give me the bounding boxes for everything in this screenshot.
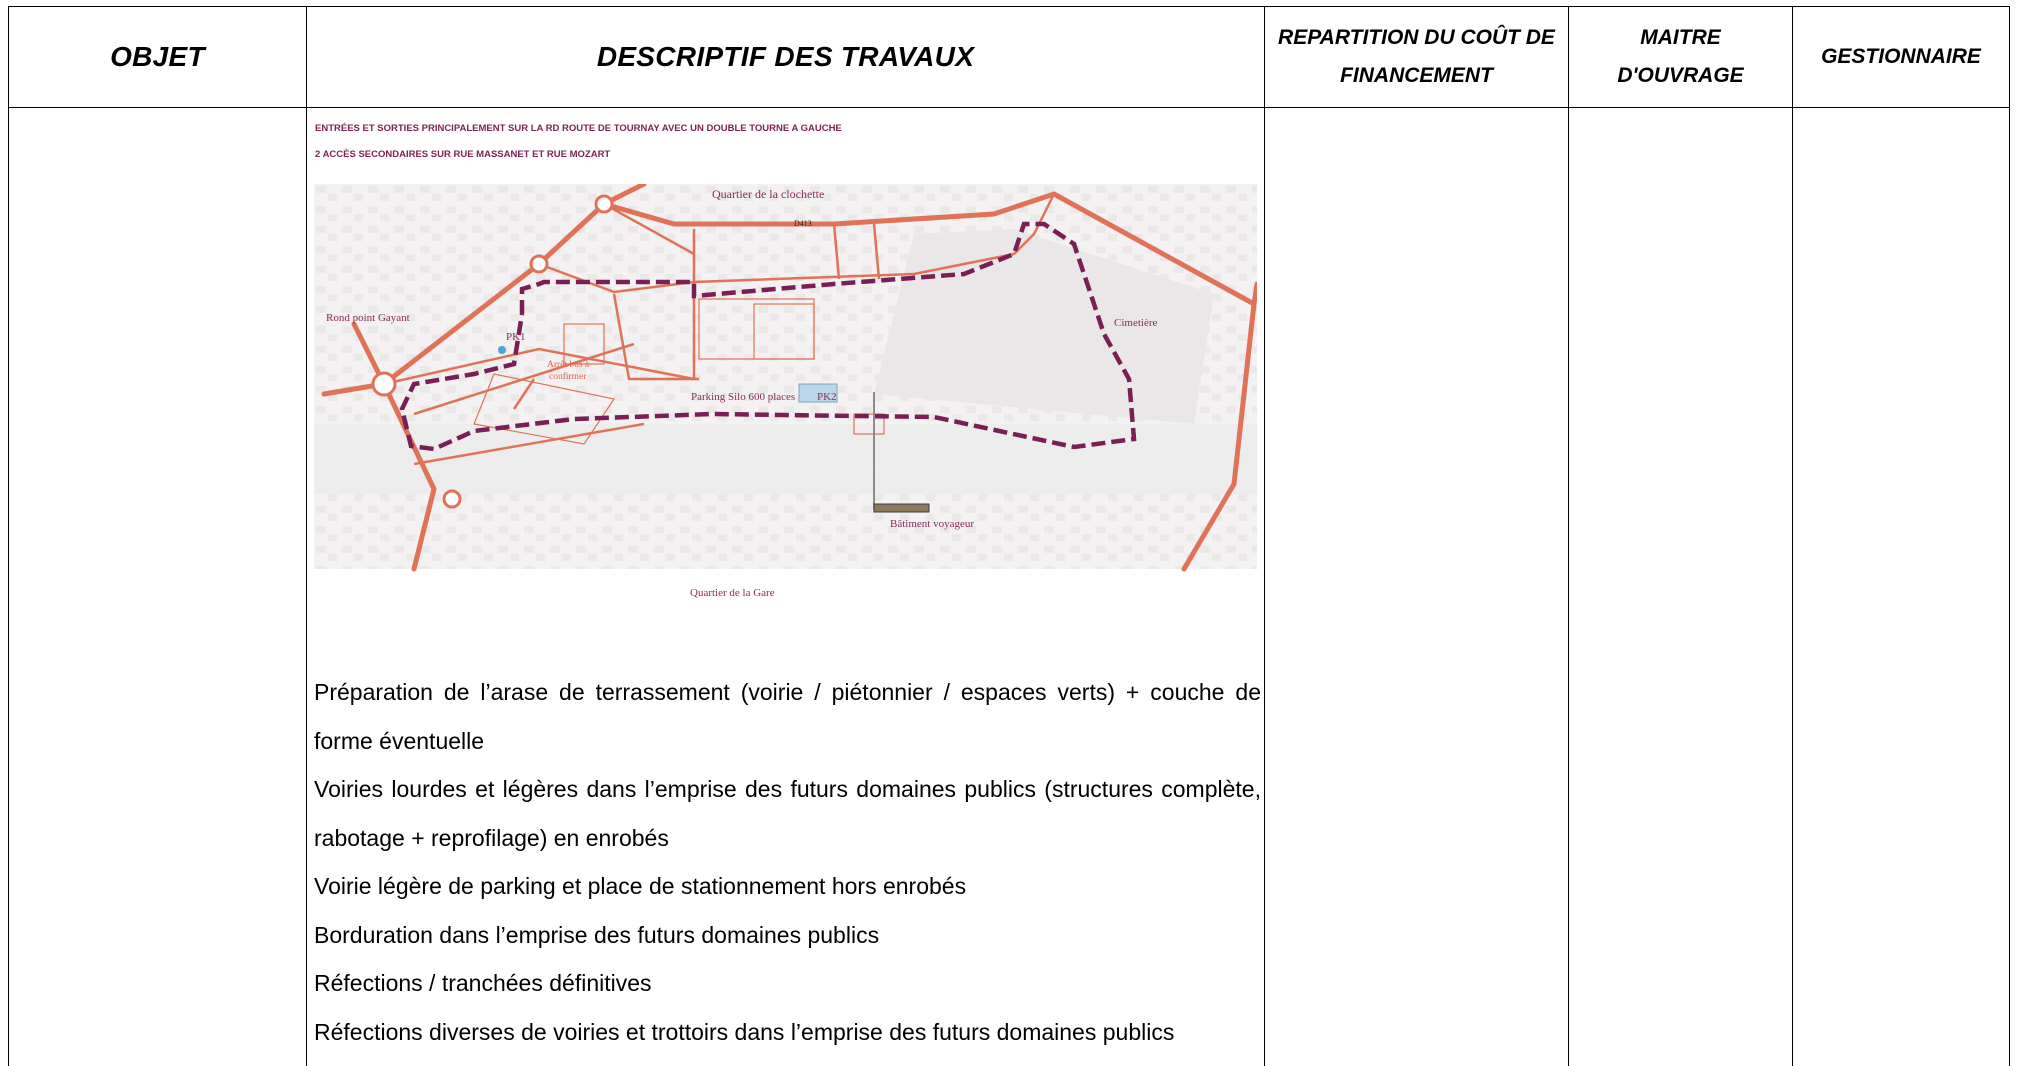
works-table: OBJET DESCRIPTIF DES TRAVAUX REPARTITION…	[8, 6, 2010, 1066]
label-arret-bus-2: confirmer	[549, 371, 587, 382]
cell-descriptif: ENTRÉES ET SORTIES PRINCIPALEMENT SUR LA…	[307, 108, 1265, 1066]
bus-stop-marker	[498, 346, 506, 354]
works-item-4: Borduration dans l’emprise des futurs do…	[314, 911, 1261, 960]
label-pk2: PK2	[817, 391, 837, 403]
works-list: Préparation de l’arase de terrassement (…	[314, 668, 1261, 1056]
header-repartition: REPARTITION DU COÛT DE FINANCEMENT	[1265, 7, 1569, 108]
works-item-6: Réfections diverses de voiries et trotto…	[314, 1008, 1261, 1057]
header-objet: OBJET	[9, 7, 307, 108]
cell-maitre-ouvrage	[1569, 108, 1793, 1066]
table-header-row: OBJET DESCRIPTIF DES TRAVAUX REPARTITION…	[9, 7, 2010, 108]
label-arret-bus: Arrêt bus à	[547, 360, 590, 370]
label-cimetiere: Cimetière	[1114, 317, 1157, 329]
works-item-3: Voirie légère de parking et place de sta…	[314, 862, 1261, 911]
cell-objet	[9, 108, 307, 1066]
label-parking-silo: Parking Silo 600 places	[691, 391, 795, 403]
label-clochette: Quartier de la clochette	[712, 187, 824, 201]
header-gestionnaire: GESTIONNAIRE	[1793, 7, 2010, 108]
station-building-shape	[874, 504, 929, 512]
works-item-1: Préparation de l’arase de terrassement (…	[314, 668, 1261, 765]
label-d413: D413	[794, 219, 812, 228]
works-item-2: Voiries lourdes et légères dans l’empris…	[314, 765, 1261, 862]
label-batiment-voyageur: Bâtiment voyageur	[890, 518, 974, 530]
site-map-svg: Quartier de la clochette D413 Rond point…	[314, 184, 1257, 599]
label-quartier-gare: Quartier de la Gare	[690, 587, 775, 599]
label-pk1: PK1	[506, 331, 526, 343]
map-note-entrees: ENTRÉES ET SORTIES PRINCIPALEMENT SUR LA…	[315, 123, 842, 134]
header-maitre-ouvrage: MAITRE D'OUVRAGE	[1569, 7, 1793, 108]
table-row: ENTRÉES ET SORTIES PRINCIPALEMENT SUR LA…	[9, 108, 2010, 1066]
header-descriptif: DESCRIPTIF DES TRAVAUX	[307, 7, 1265, 108]
works-item-5: Réfections / tranchées définitives	[314, 959, 1261, 1008]
site-map: Quartier de la clochette D413 Rond point…	[314, 184, 1257, 599]
cell-gestionnaire	[1793, 108, 2010, 1066]
cell-repartition	[1265, 108, 1569, 1066]
map-note-acces: 2 ACCÈS SECONDAIRES SUR RUE MASSANET ET …	[315, 149, 610, 160]
rail-yard	[314, 424, 1257, 494]
label-rond-point-gayant: Rond point Gayant	[326, 312, 410, 324]
